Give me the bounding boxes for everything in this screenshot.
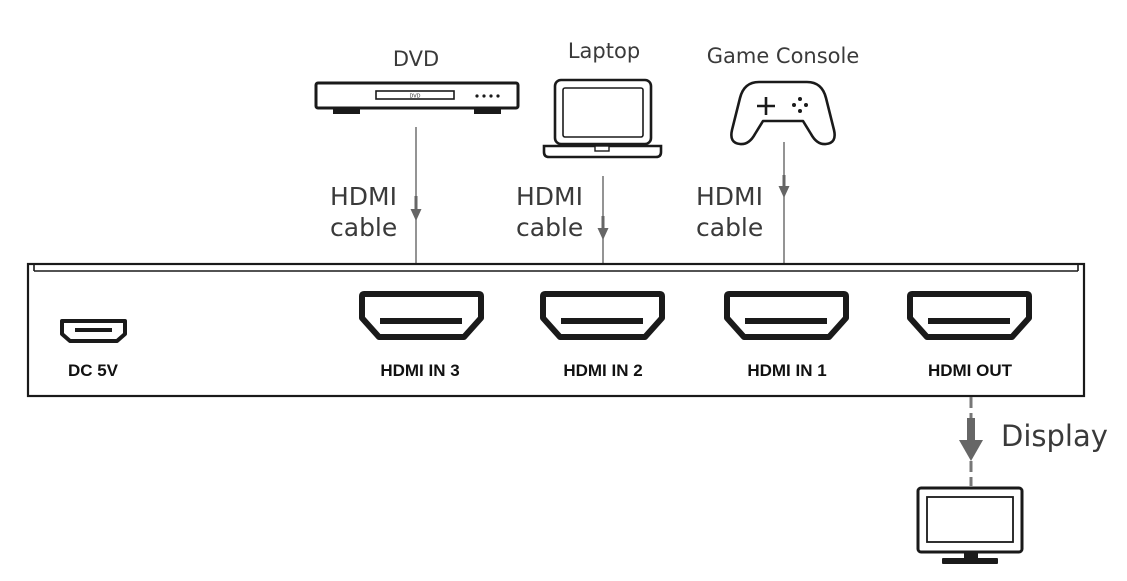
hdmi-out-label: HDMI OUT: [928, 361, 1013, 380]
hdmi-cable-label-dvd-line1: HDMI: [330, 182, 397, 211]
dc-5v-label: DC 5V: [68, 361, 119, 380]
hdmi-in-2-label: HDMI IN 2: [563, 361, 642, 380]
dvd-screen-text: DVD: [409, 94, 420, 100]
cable-dvd: [410, 127, 422, 282]
cable-game-console: [778, 142, 790, 282]
hdmi-cable-label-game-line1: HDMI: [696, 182, 763, 211]
hdmi-cable-label-laptop-line2: cable: [516, 213, 583, 242]
dvd-label: DVD: [393, 47, 439, 71]
dc-5v-port: [60, 319, 127, 343]
laptop-icon: [542, 78, 663, 159]
laptop-label: Laptop: [568, 39, 640, 63]
monitor-icon: [916, 486, 1024, 564]
hdmi-out-port: [907, 291, 1032, 340]
hdmi-cable-label-game-line2: cable: [696, 213, 763, 242]
cable-display: [959, 397, 983, 486]
hdmi-in-1-label: HDMI IN 1: [747, 361, 826, 380]
hdmi-in-1-port: [724, 291, 849, 340]
display-label: Display: [1001, 419, 1108, 453]
hdmi-in-3-label: HDMI IN 3: [380, 361, 459, 380]
game-console-label: Game Console: [707, 44, 860, 68]
hdmi-cable-label-dvd-line2: cable: [330, 213, 397, 242]
hdmi-in-2-port: [540, 291, 665, 340]
dvd-player-icon: DVD: [314, 81, 520, 114]
hdmi-cable-label-laptop-line1: HDMI: [516, 182, 583, 211]
gamepad-icon: [730, 80, 836, 146]
hdmi-in-3-port: [359, 291, 484, 340]
